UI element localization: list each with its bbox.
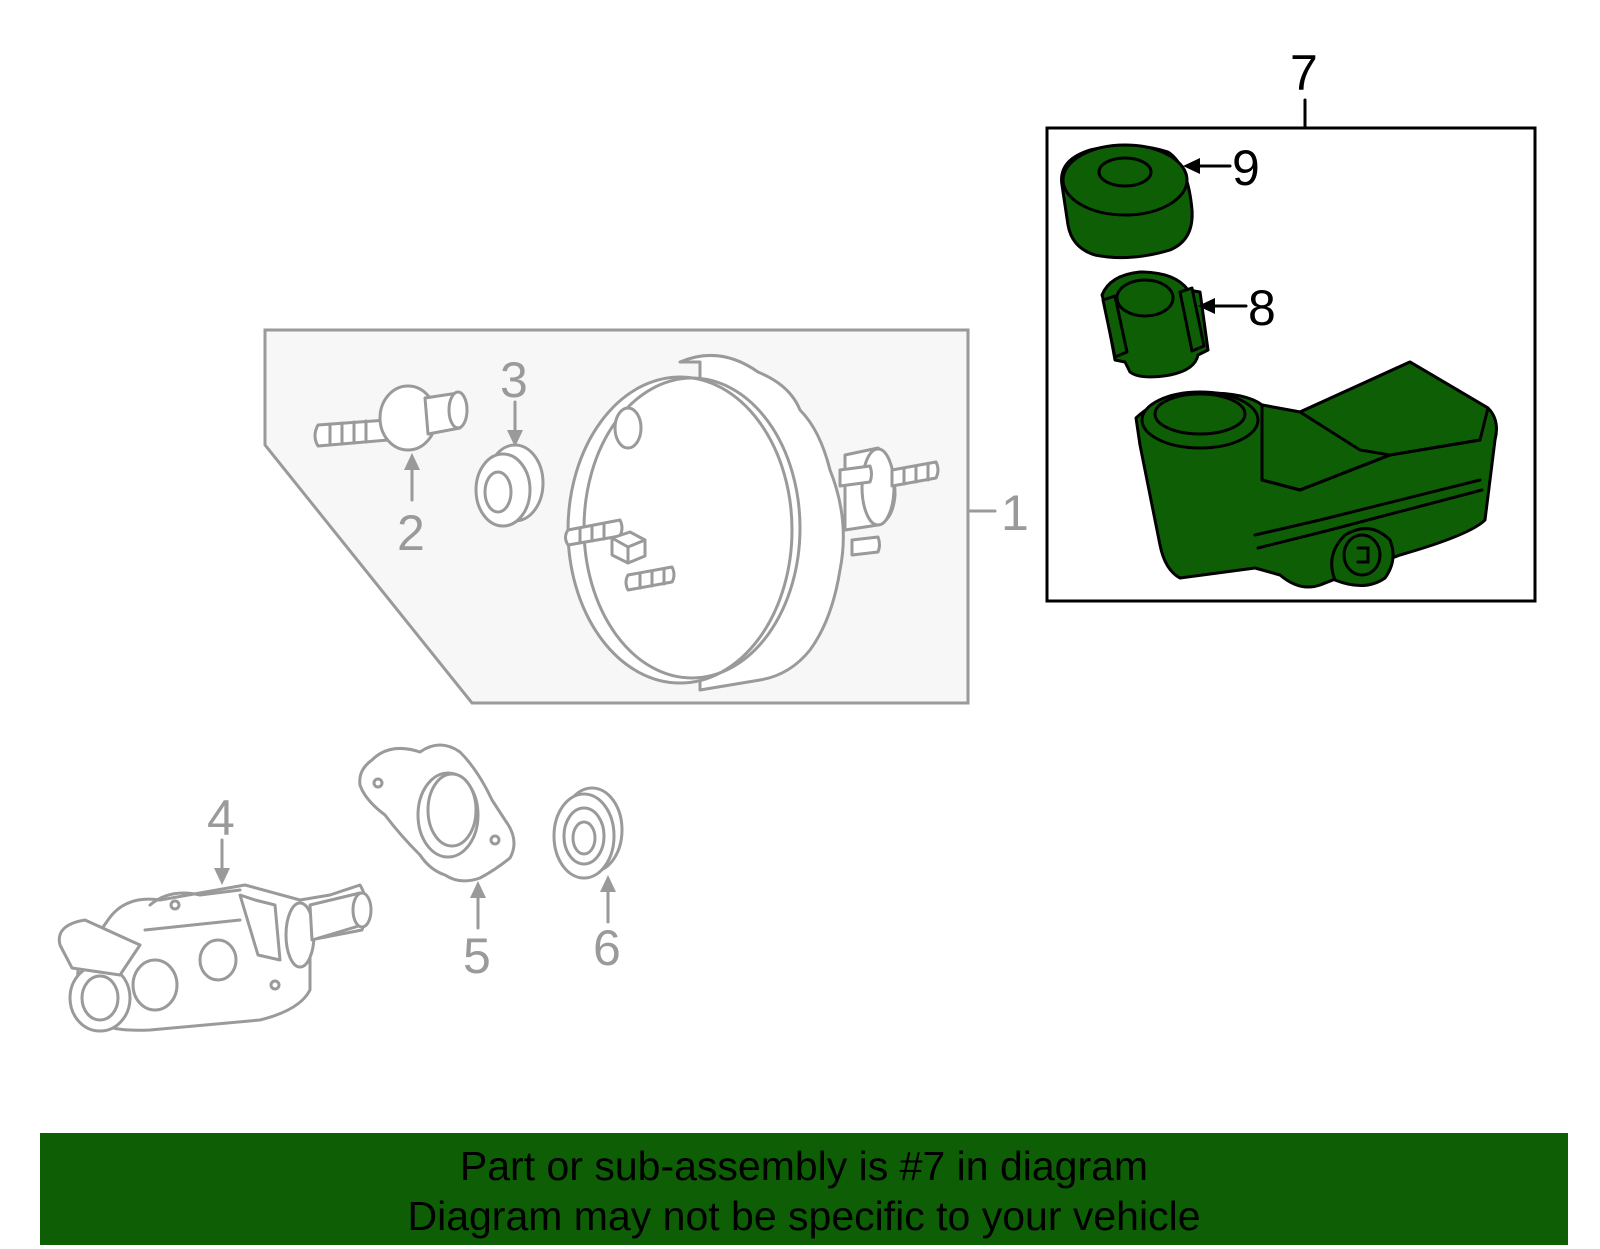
callout-7: 7 — [1290, 45, 1318, 101]
part-7-reservoir-tank — [1134, 360, 1498, 589]
callout-5: 5 — [463, 928, 491, 984]
leader-9-arrowhead — [1183, 158, 1200, 174]
callout-4: 4 — [207, 790, 235, 846]
leader-2-arrowhead — [404, 453, 420, 470]
callout-2: 2 — [397, 505, 425, 561]
part-8-strainer — [1100, 270, 1210, 379]
part-4-master-cylinder-body — [57, 883, 373, 1033]
leader-5-arrowhead — [470, 881, 486, 898]
callout-9: 9 — [1232, 140, 1260, 196]
part-5-gasket — [358, 743, 516, 883]
part-2-stud — [313, 384, 469, 452]
callout-3: 3 — [500, 352, 528, 408]
banner-line-2: Diagram may not be specific to your vehi… — [407, 1193, 1201, 1239]
part-6-seal — [552, 786, 624, 880]
callout-8: 8 — [1248, 280, 1276, 336]
callout-1: 1 — [1001, 485, 1029, 541]
part-3-grommet — [474, 443, 545, 528]
booster-assembly-group: 1 2 3 — [263, 328, 1029, 705]
callout-6: 6 — [593, 920, 621, 976]
leader-3-arrowhead — [507, 430, 523, 447]
info-banner: Part or sub-assembly is #7 in diagram Di… — [40, 1133, 1568, 1245]
part-1-brake-booster — [564, 353, 940, 692]
leader-6-arrowhead — [600, 875, 616, 892]
reservoir-assembly-group: 7 9 8 — [1045, 45, 1537, 603]
part-9-reservoir-cap — [1060, 143, 1194, 260]
leader-4-arrowhead — [214, 868, 230, 885]
leader-8-arrowhead — [1198, 298, 1215, 314]
banner-line-1: Part or sub-assembly is #7 in diagram — [459, 1143, 1149, 1189]
